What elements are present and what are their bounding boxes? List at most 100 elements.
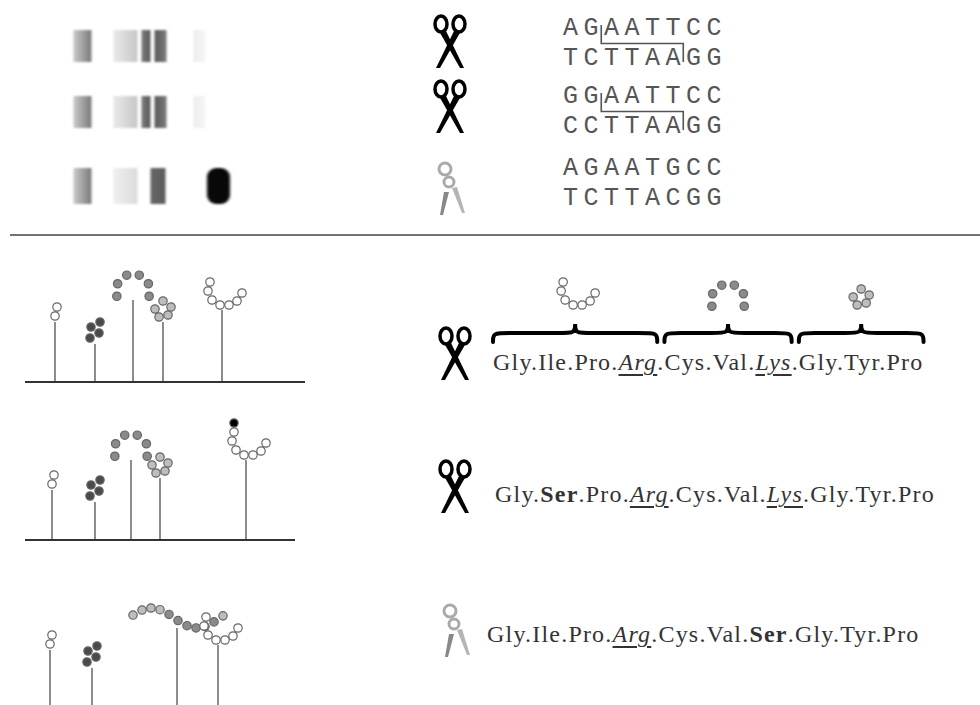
amino-acid-bead xyxy=(96,476,104,484)
amino-acid-bead xyxy=(155,313,163,321)
amino-acid-bead xyxy=(167,303,175,311)
separator: . xyxy=(792,349,799,375)
separator: . xyxy=(803,481,810,507)
spectrum-peak xyxy=(245,460,247,540)
separator: . xyxy=(605,621,612,647)
residue: Val xyxy=(713,349,749,375)
scissors-icon xyxy=(435,16,465,68)
residue: Tyr xyxy=(840,621,875,647)
spectrum-baseline xyxy=(25,539,295,541)
divider-line xyxy=(10,234,980,236)
peptide-sequence: Gly.Ile.Pro.Arg.Cys.Val.Lys.Gly.Tyr.Pro xyxy=(493,350,924,374)
amino-acid-bead xyxy=(849,293,857,301)
curly-brace xyxy=(664,324,791,342)
peptide-fragment xyxy=(204,278,246,309)
curly-brace xyxy=(799,324,924,342)
amino-acid-bead xyxy=(718,281,726,289)
amino-acid-bead xyxy=(148,461,156,469)
gel-band-stripe xyxy=(200,96,202,128)
amino-acid-bead xyxy=(135,271,143,279)
spectrum-peak xyxy=(94,344,96,382)
scissors-blade xyxy=(436,96,461,133)
gel-band-stripe xyxy=(161,30,163,62)
peptide-fragment xyxy=(148,453,172,477)
gel-band-stripe xyxy=(142,96,144,128)
separator: . xyxy=(525,621,532,647)
peptide-fragment xyxy=(46,631,56,648)
curly-brace xyxy=(493,324,657,342)
peptide-fragment xyxy=(557,278,599,309)
gel-band-stripe xyxy=(200,30,202,62)
dna-strand: GGAATTCC xyxy=(563,84,727,109)
amino-acid-bead xyxy=(156,605,164,613)
gel-band xyxy=(207,168,230,204)
separator: . xyxy=(879,349,886,375)
residue: Pro xyxy=(586,481,623,507)
gel-band-stripe xyxy=(203,96,205,128)
amino-acid-bead xyxy=(230,419,238,427)
spectrum-peak xyxy=(162,322,164,382)
amino-acid-bead xyxy=(123,271,131,279)
separator: . xyxy=(579,481,586,507)
gel-band-stripe xyxy=(114,168,116,204)
amino-acid-bead xyxy=(93,642,101,650)
gel-band-stripe xyxy=(77,168,79,204)
residue: Lys xyxy=(767,481,803,507)
scissors-loop xyxy=(440,328,452,344)
gel-band-stripe xyxy=(132,168,134,204)
gel-band-stripe xyxy=(120,96,122,128)
gel-band-stripe xyxy=(80,30,82,62)
scissors-icon xyxy=(435,81,465,133)
gel-band-stripe xyxy=(155,30,157,62)
amino-acid-bead xyxy=(165,610,173,618)
peptide-fragment xyxy=(849,285,873,309)
separator: . xyxy=(561,621,568,647)
peptide-fragment xyxy=(200,613,242,644)
gel-band-stripe xyxy=(155,96,157,128)
amino-acid-bead xyxy=(249,451,257,459)
scissors-blade xyxy=(440,192,449,215)
amino-acid-bead xyxy=(46,640,54,648)
amino-acid-bead xyxy=(83,658,91,666)
amino-acid-bead xyxy=(92,653,100,661)
gel-band-stripe xyxy=(117,168,119,204)
residue: Val xyxy=(724,481,760,507)
gel-band-stripe xyxy=(129,96,131,128)
gel-band-stripe xyxy=(145,96,147,128)
separator: . xyxy=(833,621,840,647)
separator: . xyxy=(657,349,664,375)
separator: . xyxy=(788,621,795,647)
amino-acid-bead xyxy=(857,285,865,293)
amino-acid-bead xyxy=(48,480,56,488)
residue: Tyr xyxy=(844,349,879,375)
gel-band-stripe xyxy=(197,96,199,128)
amino-acid-bead xyxy=(862,299,870,307)
gel-band-stripe xyxy=(163,168,165,204)
gel-band-stripe xyxy=(126,168,128,204)
gel-band-stripe xyxy=(135,96,137,128)
spectrum-peak xyxy=(221,310,223,382)
scissors-icon xyxy=(440,461,470,513)
scissors-loop xyxy=(439,163,451,175)
residue: Cys xyxy=(664,349,705,375)
residue: Pro xyxy=(883,621,920,647)
amino-acid-bead xyxy=(50,471,58,479)
gel-band-stripe xyxy=(157,168,159,204)
amino-acid-bead xyxy=(229,632,237,640)
dna-strand: AGAATTCC xyxy=(563,16,727,41)
amino-acid-bead xyxy=(225,301,233,309)
amino-acid-bead xyxy=(183,621,191,629)
amino-acid-bead xyxy=(739,290,747,298)
scissors-loop xyxy=(444,605,456,617)
amino-acid-bead xyxy=(740,302,748,310)
separator: . xyxy=(669,481,676,507)
residue: Arg xyxy=(619,349,658,375)
gel-band-stripe xyxy=(135,168,137,204)
amino-acid-bead xyxy=(238,289,246,297)
amino-acid-bead xyxy=(145,292,153,300)
gel-band-stripe xyxy=(158,96,160,128)
separator: . xyxy=(891,481,898,507)
amino-acid-bead xyxy=(96,318,104,326)
amino-acid-bead xyxy=(262,439,270,447)
amino-acid-bead xyxy=(84,647,92,655)
